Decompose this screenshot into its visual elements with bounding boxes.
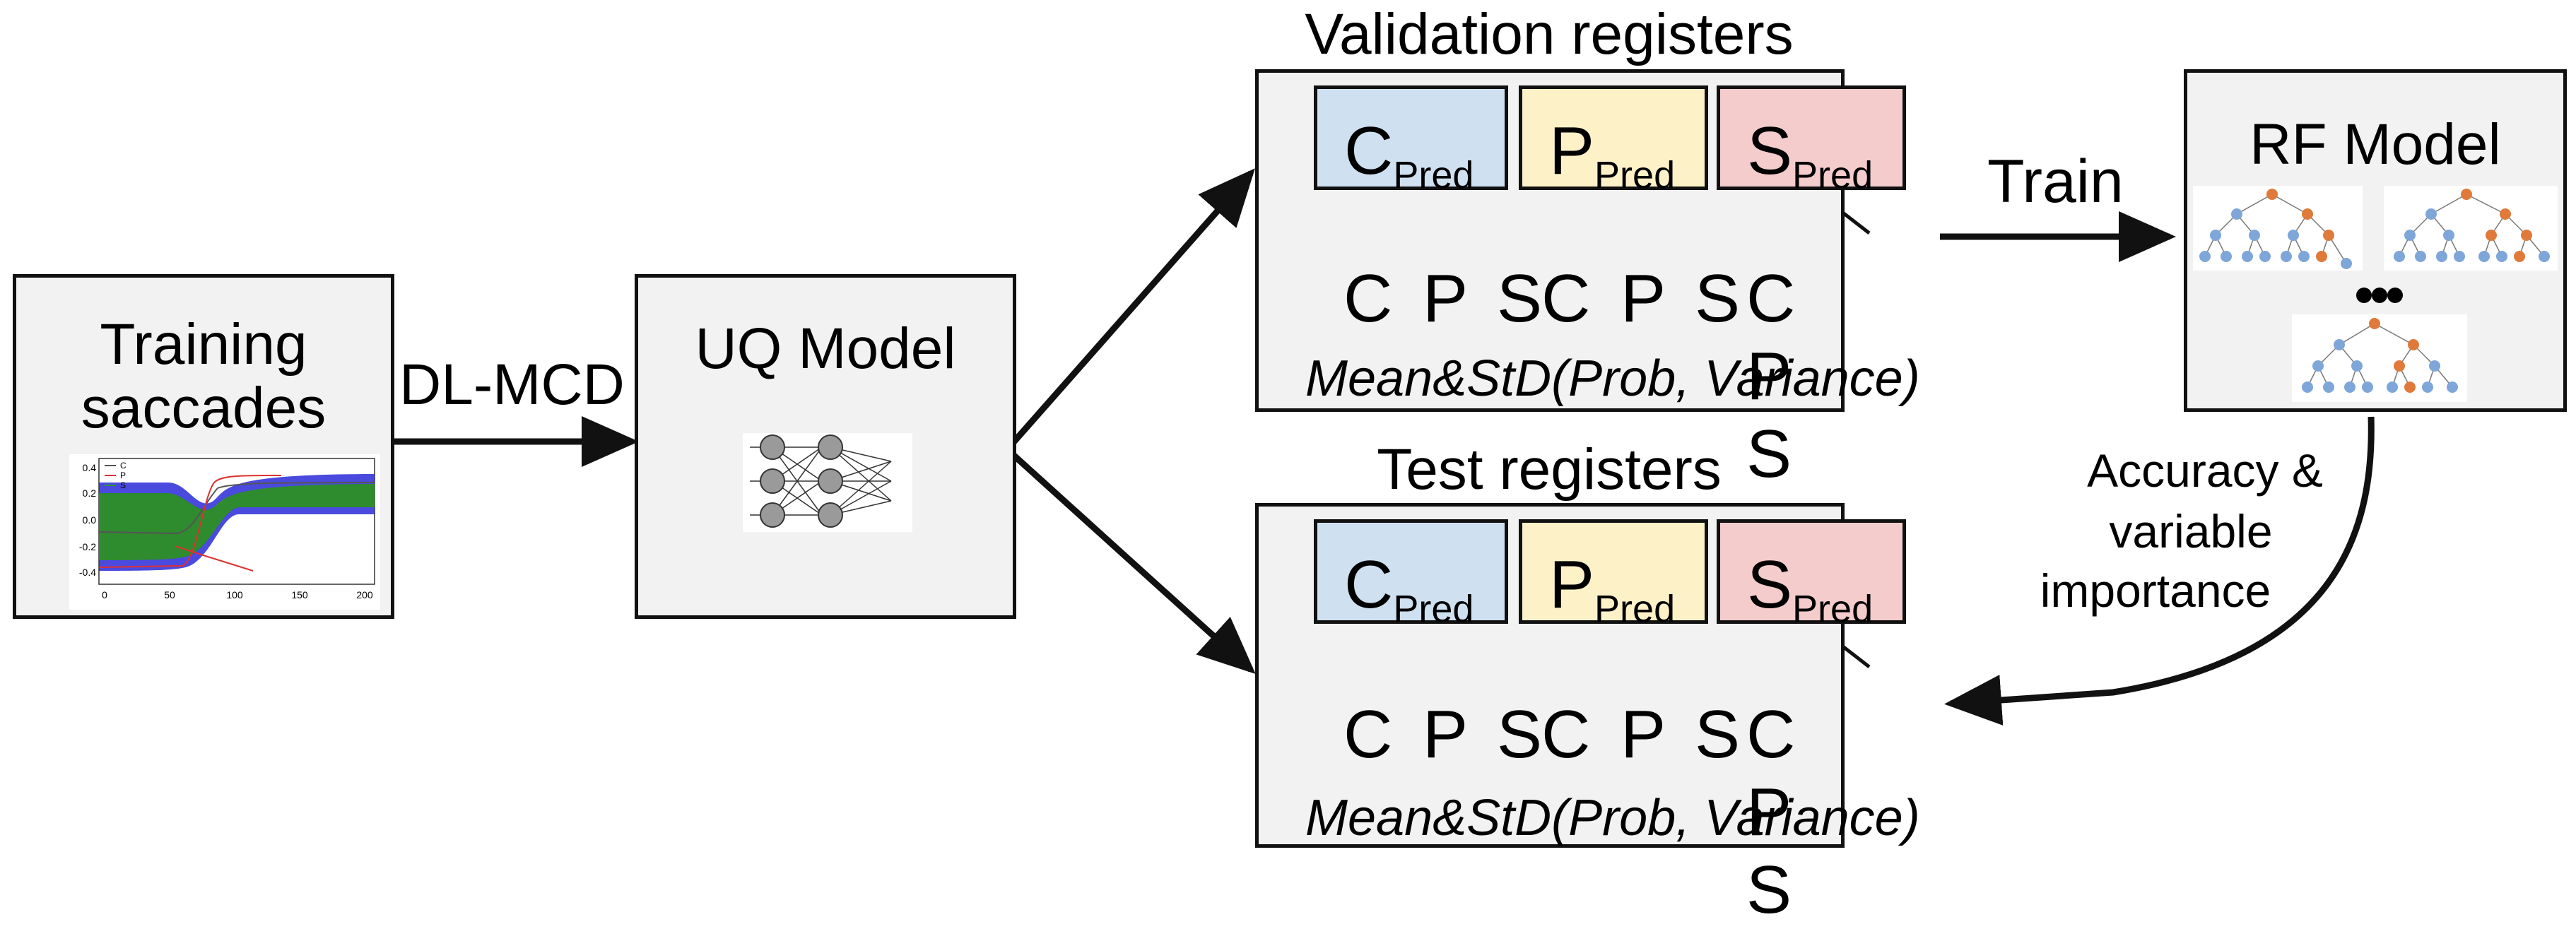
validation-c-pred-box: CPred: [1314, 85, 1508, 194]
test-s-pred-box: SPred: [1717, 519, 1906, 628]
s-pred-letter: S: [1747, 113, 1793, 189]
s-pred-letter: S: [1747, 547, 1793, 622]
arrow-uq-to-validation: [1011, 168, 1255, 444]
test-heading: Test registers: [1377, 437, 1722, 502]
train-label: Train: [1987, 148, 2124, 215]
p-pred-sub: Pred: [1594, 154, 1676, 196]
tree-3: [2292, 314, 2467, 402]
uq-model-box: UQ Model: [635, 274, 1016, 619]
s-pred-sub: Pred: [1792, 588, 1874, 630]
ellipsis-dots: [2356, 288, 2403, 303]
dl-mcd-label: DL-MCD: [399, 353, 625, 417]
tree-1: [2193, 186, 2363, 271]
validation-cps-1: C P S: [1343, 261, 1548, 336]
validation-s-pred-box: SPred: [1717, 85, 1906, 194]
training-title-line2: saccades: [81, 376, 327, 440]
c-pred-letter: C: [1344, 547, 1394, 622]
test-c-pred-box: CPred: [1314, 519, 1508, 628]
plot-legend-c: C: [120, 461, 127, 471]
arrow-uq-to-test: [1011, 453, 1256, 675]
plot-ytick: 0.4: [83, 462, 97, 473]
uq-model-title: UQ Model: [695, 316, 956, 381]
plot-ytick: -0.4: [79, 567, 96, 578]
test-p-pred-box: PPred: [1519, 519, 1708, 628]
tree-2: [2384, 186, 2558, 271]
validation-heading: Validation registers: [1305, 2, 1794, 66]
plot-ytick: 0.2: [83, 487, 97, 499]
plot-legend-s: S: [120, 480, 126, 490]
plot-legend-p: P: [120, 471, 126, 480]
c-pred-letter: C: [1344, 113, 1394, 189]
validation-caption: Mean&StD(Prob, Variance): [1305, 350, 1920, 407]
test-caption: Mean&StD(Prob, Variance): [1305, 790, 1920, 846]
plot-xtick: 50: [164, 589, 175, 600]
s-pred-sub: Pred: [1792, 154, 1874, 196]
training-title-line1: Training: [100, 312, 307, 377]
training-saccades-box: Training saccades C P S 0.4 0.2 0.0 -0.2…: [13, 274, 394, 619]
neural-network-icon: [743, 433, 912, 532]
decision-trees-icon: [2193, 186, 2558, 402]
p-pred-letter: P: [1549, 547, 1595, 622]
test-cps-2: C P S: [1541, 697, 1746, 772]
plot-xtick: 100: [226, 589, 243, 600]
validation-cps-2: C P S: [1541, 261, 1746, 336]
accuracy-label-line2: variable: [2109, 505, 2273, 557]
test-registers-box: CPred PPred SPred C P S C P S C P S Mean…: [1255, 503, 1920, 928]
plot-ytick: 0.0: [83, 514, 97, 526]
c-pred-sub: Pred: [1393, 154, 1474, 196]
arrow-rf-to-test: [1944, 416, 2375, 726]
plot-xtick: 150: [291, 589, 308, 600]
validation-cps-3: C P S: [1746, 261, 1801, 492]
accuracy-label-line3: importance: [2040, 564, 2271, 617]
p-pred-sub: Pred: [1594, 588, 1676, 630]
validation-p-pred-box: PPred: [1519, 85, 1708, 194]
accuracy-label-line1: Accuracy &: [2087, 444, 2323, 497]
plot-xtick: 200: [356, 589, 373, 600]
rf-model-box: RF Model: [2184, 69, 2567, 412]
saccade-plot: C P S 0.4 0.2 0.0 -0.2 -0.4 0 50 100 150…: [69, 454, 380, 610]
test-cps-1: C P S: [1343, 697, 1548, 772]
c-pred-sub: Pred: [1393, 588, 1474, 630]
plot-xtick: 0: [102, 589, 107, 600]
p-pred-letter: P: [1549, 113, 1595, 189]
validation-registers-box: CPred PPred SPred C P S C P S C P S Mean…: [1255, 69, 1920, 492]
plot-ytick: -0.2: [79, 541, 96, 552]
rf-model-title: RF Model: [2249, 112, 2501, 177]
